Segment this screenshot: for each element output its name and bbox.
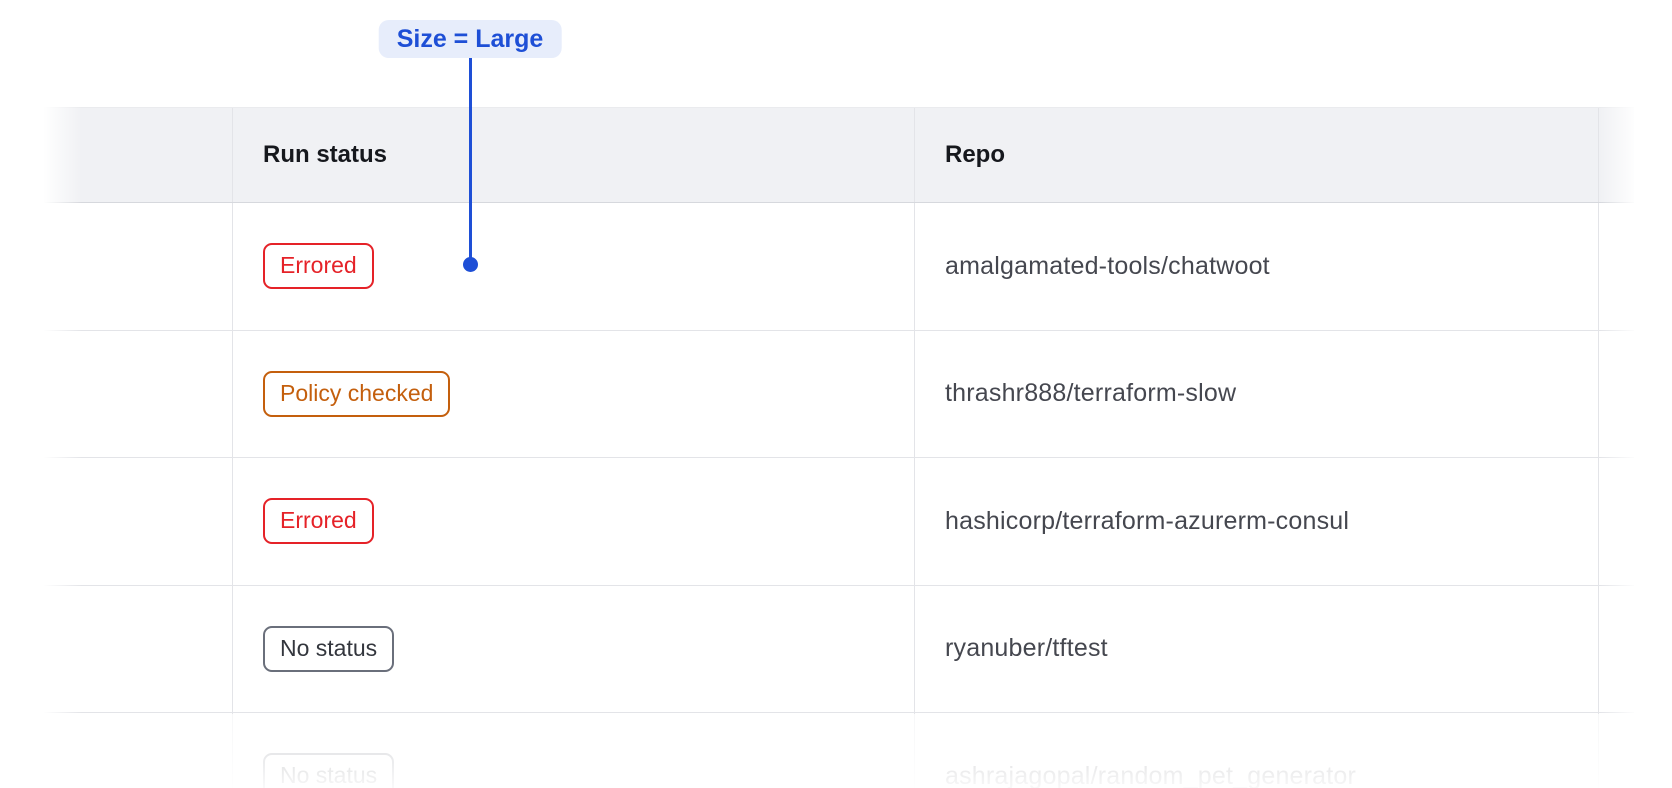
workspaces-table: Run status Repo Errored amalgamated-tool… [44,107,1634,788]
annotation-line [469,58,472,264]
table-body: Errored amalgamated-tools/chatwoot Polic… [44,203,1634,788]
column-header-run-status: Run status [233,108,915,202]
table-row[interactable]: Errored hashicorp/terraform-azurerm-cons… [44,458,1634,586]
row-leading-cell [44,203,233,330]
table-row[interactable]: Policy checked thrashr888/terraform-slow [44,330,1634,458]
run-status-badge: Errored [263,243,374,290]
annotation-dot [463,257,478,272]
column-header-repo: Repo [915,108,1599,202]
row-leading-cell [44,585,233,712]
column-header-blank [44,108,233,202]
row-leading-cell [44,458,233,585]
table-row[interactable]: No status ryanuber/tftest [44,585,1634,713]
run-status-badge: Errored [263,498,374,545]
repo-name: hashicorp/terraform-azurerm-consul [945,506,1350,535]
repo-name: thrashr888/terraform-slow [945,379,1237,408]
run-status-cell: Errored [233,458,915,585]
row-overflow-cell [1599,331,1634,458]
repo-cell: thrashr888/terraform-slow [915,330,1599,457]
table-header-row: Run status Repo [44,107,1634,203]
table-row[interactable]: No status ashrajagopal/random_pet_genera… [44,713,1634,788]
repo-name: ashrajagopal/random_pet_generator [945,761,1357,788]
repo-cell: ryanuber/tftest [915,585,1599,712]
row-leading-cell [44,713,233,788]
repo-name: ryanuber/tftest [945,634,1108,663]
row-overflow-cell [1599,458,1634,585]
repo-cell: hashicorp/terraform-azurerm-consul [915,458,1599,585]
column-header-overflow [1599,108,1634,202]
run-status-cell: Errored [233,203,915,330]
row-leading-cell [44,330,233,457]
run-status-cell: No status [233,713,915,788]
run-status-cell: No status [233,585,915,712]
repo-cell: ashrajagopal/random_pet_generator [915,713,1599,788]
run-status-badge: No status [263,625,395,672]
repo-name: amalgamated-tools/chatwoot [945,251,1270,280]
run-status-badge: No status [263,753,395,788]
row-overflow-cell [1599,203,1634,330]
row-overflow-cell [1599,713,1634,788]
size-annotation-label: Size = Large [378,20,562,58]
run-status-cell: Policy checked [233,330,915,457]
repo-cell: amalgamated-tools/chatwoot [915,203,1599,330]
table-row[interactable]: Errored amalgamated-tools/chatwoot [44,203,1634,331]
row-overflow-cell [1599,586,1634,713]
run-status-badge: Policy checked [263,370,451,417]
